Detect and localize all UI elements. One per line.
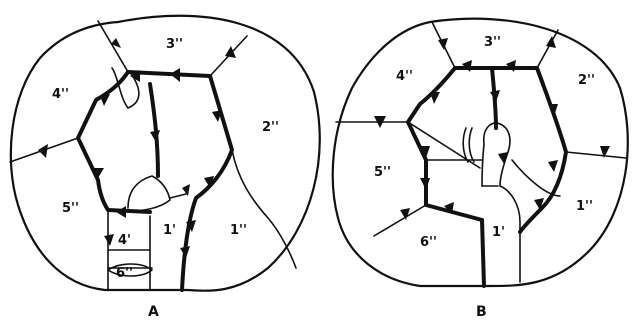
panel-b-caption: B [476,304,487,320]
panel-a-arrowhead [170,68,180,82]
panel-b-label-2: 2'' [578,73,595,88]
panel-b: 3'' 4'' 2'' 5'' 1'' 1' 6'' B [333,19,628,320]
panel-a-caption: A [148,304,159,320]
panel-b-septum [482,123,520,282]
panel-b-septum [374,205,426,236]
panel-a-label-1: 1'' [230,223,247,238]
panel-a-thick-fibre [150,84,158,176]
panel-a-septum [98,21,128,72]
panel-a-outline [11,16,320,291]
panel-b-arrowhead [430,92,440,104]
panel-a-label-3: 3'' [166,37,183,52]
panel-b-arrowhead [548,160,558,172]
panel-a-arrowhead [104,234,114,246]
panel-b-label-4: 4'' [396,69,413,84]
panel-a-label-6: 6'' [116,266,133,281]
panel-b-septum [566,152,626,158]
panel-b-outline [333,19,628,286]
panel-a-septum [128,176,170,211]
panel-b-label-6: 6'' [420,235,437,250]
panel-a: 3'' 4'' 2'' 5'' 4' 1' 1'' 6'' A [10,16,320,320]
panel-a-arrowhead [225,46,236,58]
panel-b-label-1: 1'' [576,199,593,214]
panel-a-label-5: 5'' [62,201,79,216]
panel-a-septum [170,194,186,198]
panel-a-arrowhead [38,144,48,158]
panel-b-label-5: 5'' [374,165,391,180]
panel-a-arrowhead [116,206,126,218]
panel-b-septum [469,128,474,162]
panel-b-arrowhead [400,208,410,220]
panel-a-label-1-prime: 1' [163,223,176,238]
panel-a-arrowhead [180,246,190,258]
panel-a-label-4: 4'' [52,87,69,102]
panel-a-label-4-prime: 4' [118,233,131,248]
panel-b-arrowhead [490,90,500,102]
panel-b-label-3: 3'' [484,35,501,50]
panel-a-thick-fibre [128,72,210,76]
panel-a-arrowhead [100,94,110,106]
panel-b-thick-fibre [408,68,482,220]
panel-b-arrowhead [438,38,448,50]
panel-a-label-2: 2'' [262,120,279,135]
panel-b-septum [537,30,558,68]
panel-b-thick-fibre [520,68,566,232]
panel-b-thick-fibre [482,220,484,286]
panel-b-label-1-prime: 1' [492,225,505,240]
panel-a-septum [232,150,296,268]
